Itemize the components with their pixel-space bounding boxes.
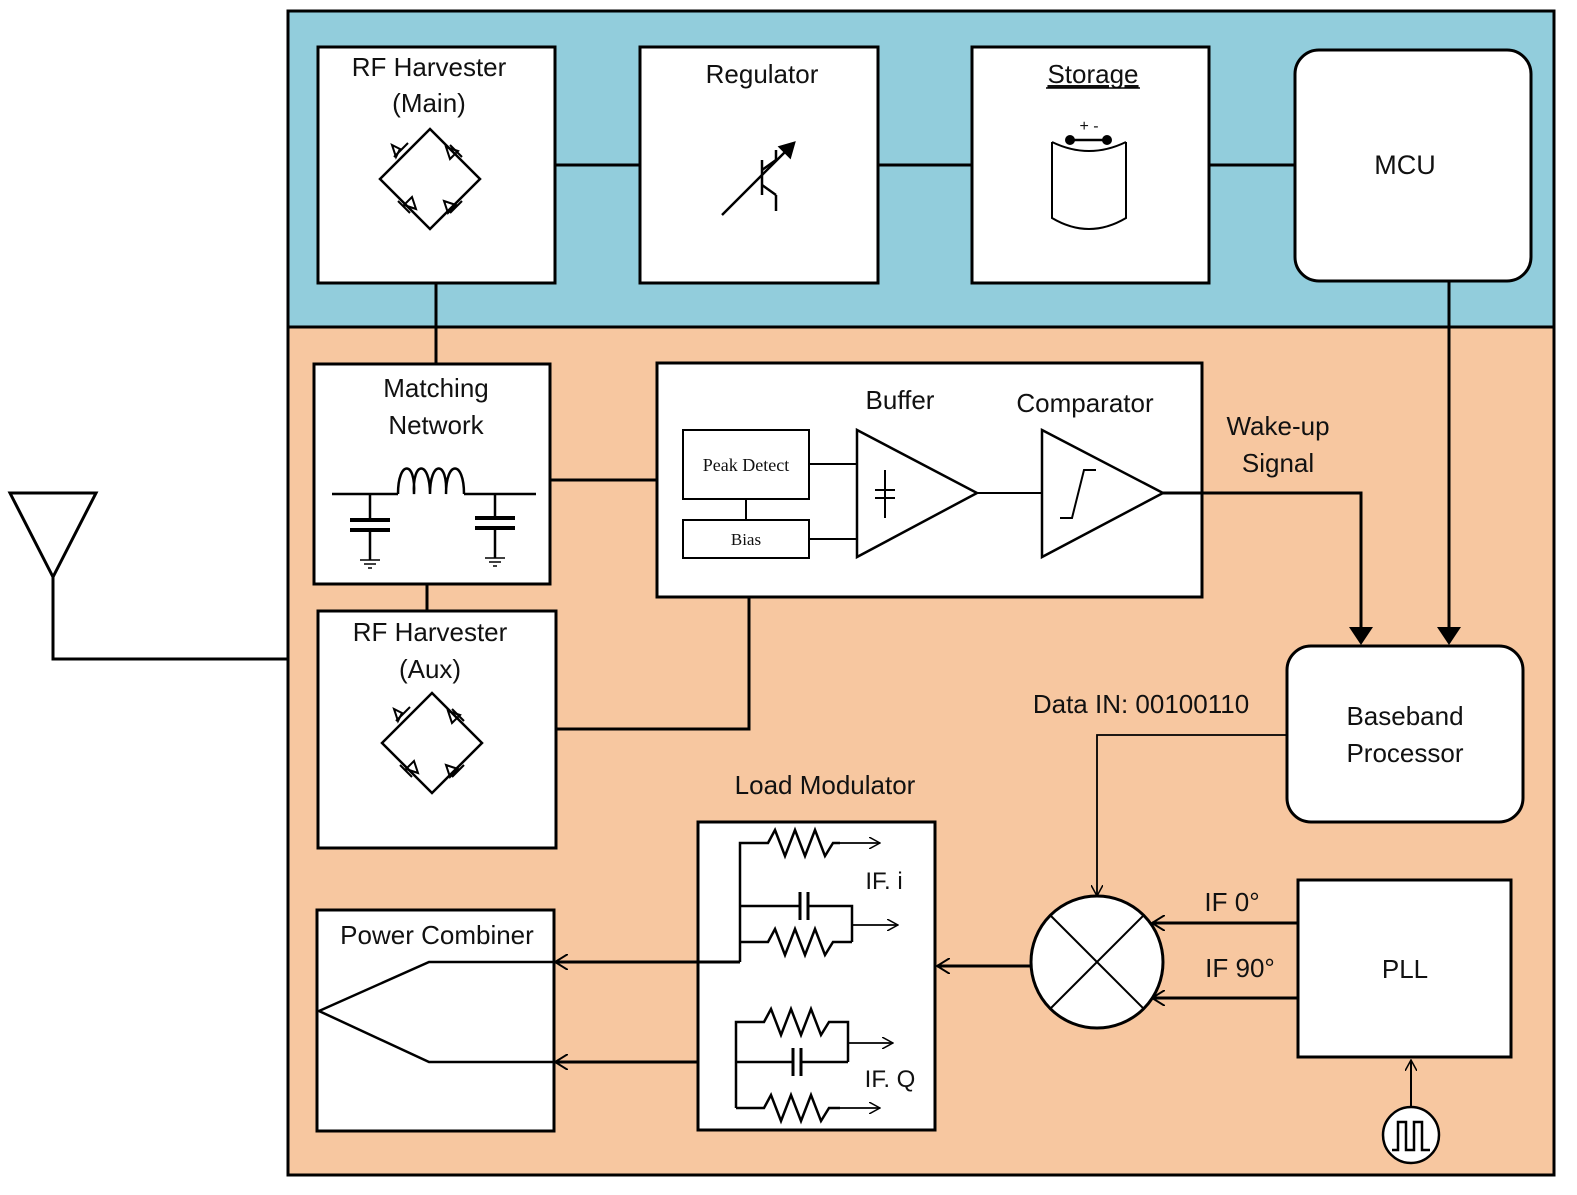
- resistor-icon: [734, 826, 898, 1125]
- battery-icon: + -: [1051, 118, 1127, 230]
- if-90-label: IF 90°: [1205, 953, 1275, 983]
- matching-network-block: Matching Network: [312, 362, 552, 586]
- if-0-label: IF 0°: [1204, 887, 1259, 917]
- power-combiner-title: Power Combiner: [340, 920, 534, 950]
- data-in-label: Data IN: 00100110: [1033, 689, 1249, 719]
- storage-title: Storage: [1047, 59, 1138, 89]
- mcu-title: MCU: [1374, 150, 1436, 180]
- wake-up-signal-label-1: Wake-up: [1226, 411, 1329, 441]
- rf-harvester-aux-title: RF Harvester: [353, 617, 508, 647]
- pll-block: PLL: [1296, 878, 1513, 1059]
- baseband-processor-block: Baseband Processor: [1285, 644, 1525, 824]
- inductor-icon: [332, 467, 536, 496]
- peak-detect-label: Peak Detect: [703, 455, 789, 475]
- antenna-icon: [7, 491, 288, 661]
- pll-title: PLL: [1382, 954, 1428, 984]
- load-modulator-block: IF. i IF. Q: [696, 820, 937, 1132]
- rf-harvester-main-title: RF Harvester: [352, 52, 507, 82]
- load-modulator-label: Load Modulator: [735, 770, 916, 800]
- zener-regulator-icon: [721, 141, 796, 216]
- clock-source-icon: [1381, 1105, 1441, 1165]
- rf-harvester-main-block: RF Harvester (Main): [316, 45, 557, 285]
- ground-icon: [360, 557, 505, 569]
- opamp-icon: [1040, 427, 1166, 560]
- wake-up-signal-label-2: Signal: [1242, 448, 1314, 478]
- regulator-title: Regulator: [706, 59, 819, 89]
- peak-detect-block: [682, 429, 810, 500]
- regulator-block: Regulator: [638, 45, 880, 285]
- top-row-wires: [434, 163, 1295, 364]
- data-in-wire: [1097, 734, 1287, 896]
- if-q-label: IF. Q: [865, 1066, 916, 1093]
- diode-bridge-icon: [380, 691, 484, 795]
- matching-network-subtitle: Network: [388, 410, 484, 440]
- diode-bridge-icon: [378, 127, 482, 231]
- battery-polarity: + -: [1079, 118, 1098, 135]
- power-combiner-block: Power Combiner: [315, 908, 556, 1133]
- buffer-label: Buffer: [866, 385, 935, 415]
- wakeup-detector-block: Peak Detect Bias Buffer Comparator: [655, 361, 1204, 599]
- opamp-icon: [855, 427, 980, 560]
- mixer-icon: [1029, 894, 1165, 1030]
- comparator-label: Comparator: [1016, 388, 1154, 418]
- storage-block: Storage + -: [970, 45, 1211, 285]
- rf-harvester-aux-subtitle: (Aux): [399, 654, 461, 684]
- wakeup-wires: [425, 478, 751, 731]
- matching-network-title: Matching: [383, 373, 489, 403]
- mcu-block: MCU: [1293, 48, 1533, 283]
- baseband-title: Baseband: [1346, 701, 1463, 731]
- rf-harvester-aux-block: RF Harvester (Aux): [316, 609, 558, 850]
- bias-label: Bias: [731, 530, 761, 549]
- wake-up-signal-wire: [1163, 491, 1373, 645]
- baseband-subtitle: Processor: [1346, 738, 1463, 768]
- capacitor-icon: [350, 494, 515, 560]
- rf-harvester-main-subtitle: (Main): [392, 88, 466, 118]
- if-i-label: IF. i: [865, 868, 902, 895]
